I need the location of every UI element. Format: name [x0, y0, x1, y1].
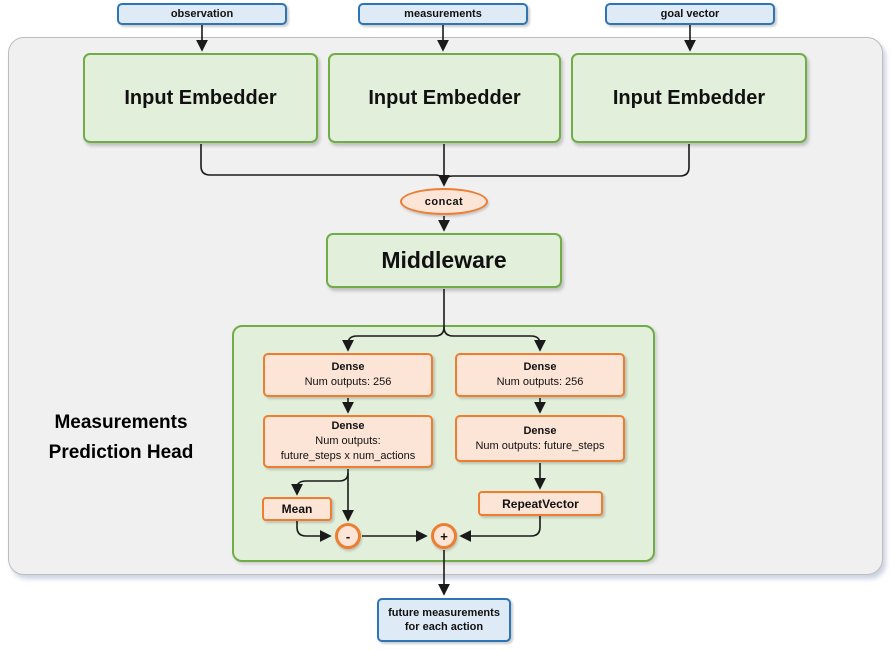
input-node-label: goal vector	[660, 7, 720, 20]
subtract-op-label: -	[345, 528, 351, 544]
input-node-goal-vector: goal vector	[605, 3, 775, 25]
middleware-block: Middleware	[326, 233, 562, 288]
dense-num-outputs: Num outputs: future_steps	[475, 439, 605, 452]
dense-title: Dense	[523, 361, 557, 374]
input-node-label: observation	[170, 7, 234, 20]
dense-title: Dense	[331, 420, 365, 433]
output-node-future-measurements: future measurements for each action	[377, 598, 511, 642]
dense-right-2: Dense Num outputs: future_steps	[455, 415, 625, 462]
input-embedder-label: Input Embedder	[124, 86, 277, 109]
mean-block: Mean	[262, 497, 332, 521]
concat-node: concat	[400, 188, 488, 215]
repeat-vector-block: RepeatVector	[478, 491, 603, 516]
dense-title: Dense	[523, 424, 557, 437]
dense-title: Dense	[331, 361, 365, 374]
output-node-label: future measurements for each action	[388, 606, 500, 633]
input-node-label: measurements	[404, 7, 482, 20]
dense-left-1: Dense Num outputs: 256	[263, 353, 433, 397]
input-embedder-3: Input Embedder	[571, 53, 807, 143]
dense-num-outputs: Num outputs: 256	[496, 376, 584, 388]
input-embedder-label: Input Embedder	[612, 86, 766, 109]
dense-num-outputs: Num outputs:	[315, 435, 381, 448]
input-embedder-label: Input Embedder	[368, 86, 521, 109]
head-title: Measurements Prediction Head	[48, 412, 194, 464]
repeat-vector-label: RepeatVector	[502, 496, 579, 511]
add-op-label: +	[440, 528, 448, 544]
dense-right-1: Dense Num outputs: 256	[455, 353, 625, 397]
add-op-node: +	[431, 523, 457, 549]
concat-label: concat	[424, 195, 464, 208]
input-embedder-1: Input Embedder	[83, 53, 318, 143]
dense-num-outputs: Num outputs: 256	[304, 376, 392, 388]
input-embedder-2: Input Embedder	[328, 53, 561, 143]
middleware-label: Middleware	[381, 247, 507, 273]
input-node-measurements: measurements	[358, 3, 528, 25]
subtract-op-node: -	[335, 523, 361, 549]
dense-left-2: Dense Num outputs: future_steps x num_ac…	[263, 415, 433, 468]
input-node-observation: observation	[117, 3, 287, 25]
mean-label: Mean	[281, 502, 313, 516]
dense-num-outputs-2: future_steps x num_actions	[280, 449, 416, 462]
